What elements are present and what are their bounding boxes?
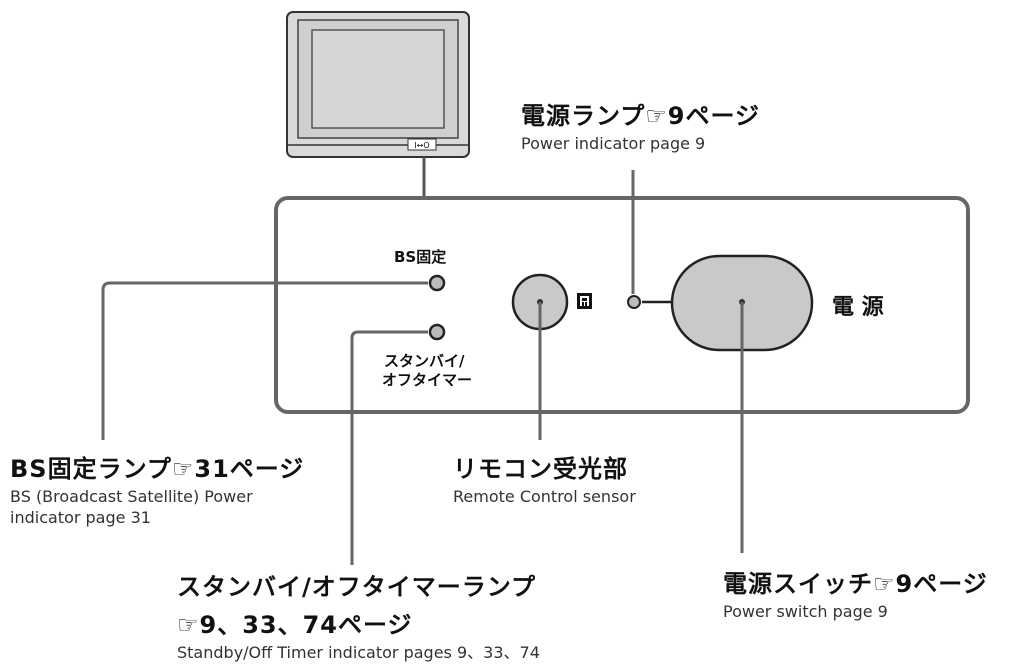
- remote-sensor-title: リモコン受光部: [453, 455, 628, 483]
- power-switch-label: 電 源: [832, 295, 884, 320]
- standby-lamp-label-line1: スタンバイ/: [384, 352, 465, 370]
- standby-indicator-title-line1: スタンバイ/オフタイマーランプ: [177, 573, 537, 601]
- remote-sensor-caption: Remote Control sensor: [453, 487, 636, 506]
- tv-icon: I↔O: [286, 11, 470, 158]
- svg-text:I↔O: I↔O: [414, 141, 429, 150]
- bs-indicator-title: BS固定ランプ☞31ページ: [10, 455, 305, 483]
- standby-lamp-label-line2: オフタイマー: [382, 371, 473, 389]
- bs-indicator-caption-line1: BS (Broadcast Satellite) Power: [10, 487, 253, 506]
- bs-indicator-caption-line2: indicator page 31: [10, 508, 151, 527]
- bs-indicator-lamp: [428, 274, 446, 292]
- standby-indicator-lamp: [428, 323, 446, 341]
- ir-remote-icon: [577, 293, 592, 309]
- leader-lines: [101, 170, 744, 565]
- power-switch-title: 電源スイッチ☞9ページ: [723, 570, 988, 598]
- standby-indicator-title-line2: ☞9、33、74ページ: [177, 611, 413, 639]
- power-indicator-caption: Power indicator page 9: [521, 134, 706, 153]
- power-indicator-title: 電源ランプ☞9ページ: [521, 102, 761, 130]
- standby-indicator-caption: Standby/Off Timer indicator pages 9、33、7…: [177, 643, 540, 662]
- bs-lamp-label: BS固定: [394, 248, 447, 266]
- power-switch-caption: Power switch page 9: [723, 602, 888, 621]
- front-panel: [274, 196, 970, 414]
- power-indicator-lamp: [627, 295, 641, 309]
